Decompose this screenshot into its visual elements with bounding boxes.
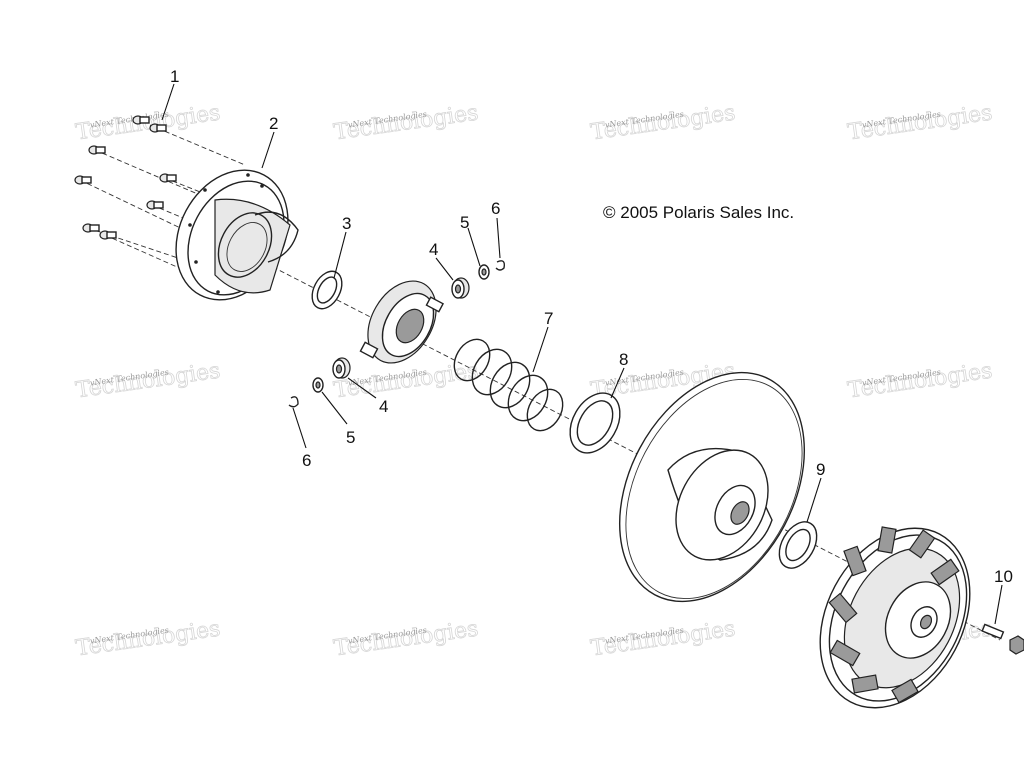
part-5-washer-lower	[312, 377, 324, 393]
callout-8: 8	[619, 350, 628, 369]
part-6-clip-lower	[288, 396, 299, 408]
watermark-5: Technologies vNext Technologies	[74, 358, 222, 404]
copyright-text: © 2005 Polaris Sales Inc.	[603, 203, 794, 222]
watermark-4: Technologies vNext Technologies	[846, 100, 994, 146]
part-5-washer-upper	[478, 264, 490, 280]
part-9-washer	[778, 521, 818, 569]
callout-5-upper: 5	[460, 213, 469, 232]
watermark-9: Technologies vNext Technologies	[74, 616, 222, 662]
screw-3	[88, 145, 106, 155]
callout-6-upper: 6	[491, 199, 500, 218]
watermark-6: Technologies vNext Technologies	[332, 358, 480, 404]
callout-5-lower: 5	[346, 428, 355, 447]
watermark-8: Technologies vNext Technologies	[846, 358, 994, 404]
callout-leaders	[161, 83, 1003, 625]
moveable-sheave	[618, 371, 806, 603]
screw-4	[159, 173, 177, 183]
part-2-cover	[175, 169, 299, 301]
callout-4-upper: 4	[429, 240, 438, 259]
callout-1: 1	[170, 67, 179, 86]
callout-9: 9	[816, 460, 825, 479]
watermark-2: Technologies vNext Technologies	[332, 100, 480, 146]
screw-2	[149, 123, 167, 133]
callout-10: 10	[994, 567, 1013, 586]
part-3-ring	[311, 270, 343, 310]
part-4-bearing-lower	[332, 357, 351, 379]
part-8-washer	[569, 392, 621, 454]
screw-6	[146, 200, 164, 210]
callout-6-lower: 6	[302, 451, 311, 470]
spider-hub	[359, 280, 445, 364]
callout-2: 2	[269, 114, 278, 133]
watermark-3: Technologies vNext Technologies	[589, 100, 737, 146]
part-1-screws	[74, 115, 246, 276]
screw-7	[82, 223, 100, 233]
callout-3: 3	[342, 214, 351, 233]
screw-5	[74, 175, 92, 185]
watermark-10: Technologies vNext Technologies	[332, 616, 480, 662]
screw-8	[99, 230, 117, 240]
sheave-fins	[828, 526, 960, 704]
callout-7: 7	[544, 309, 553, 328]
part-7-spring	[453, 338, 564, 432]
part-4-bearing-upper	[451, 277, 470, 299]
callout-4-lower: 4	[379, 397, 388, 416]
screw-1	[132, 115, 150, 125]
part-6-clip-upper	[495, 260, 506, 271]
fixed-sheave	[819, 526, 971, 709]
part-10-bolt	[981, 623, 1024, 655]
watermark-11: Technologies vNext Technologies	[589, 616, 737, 662]
